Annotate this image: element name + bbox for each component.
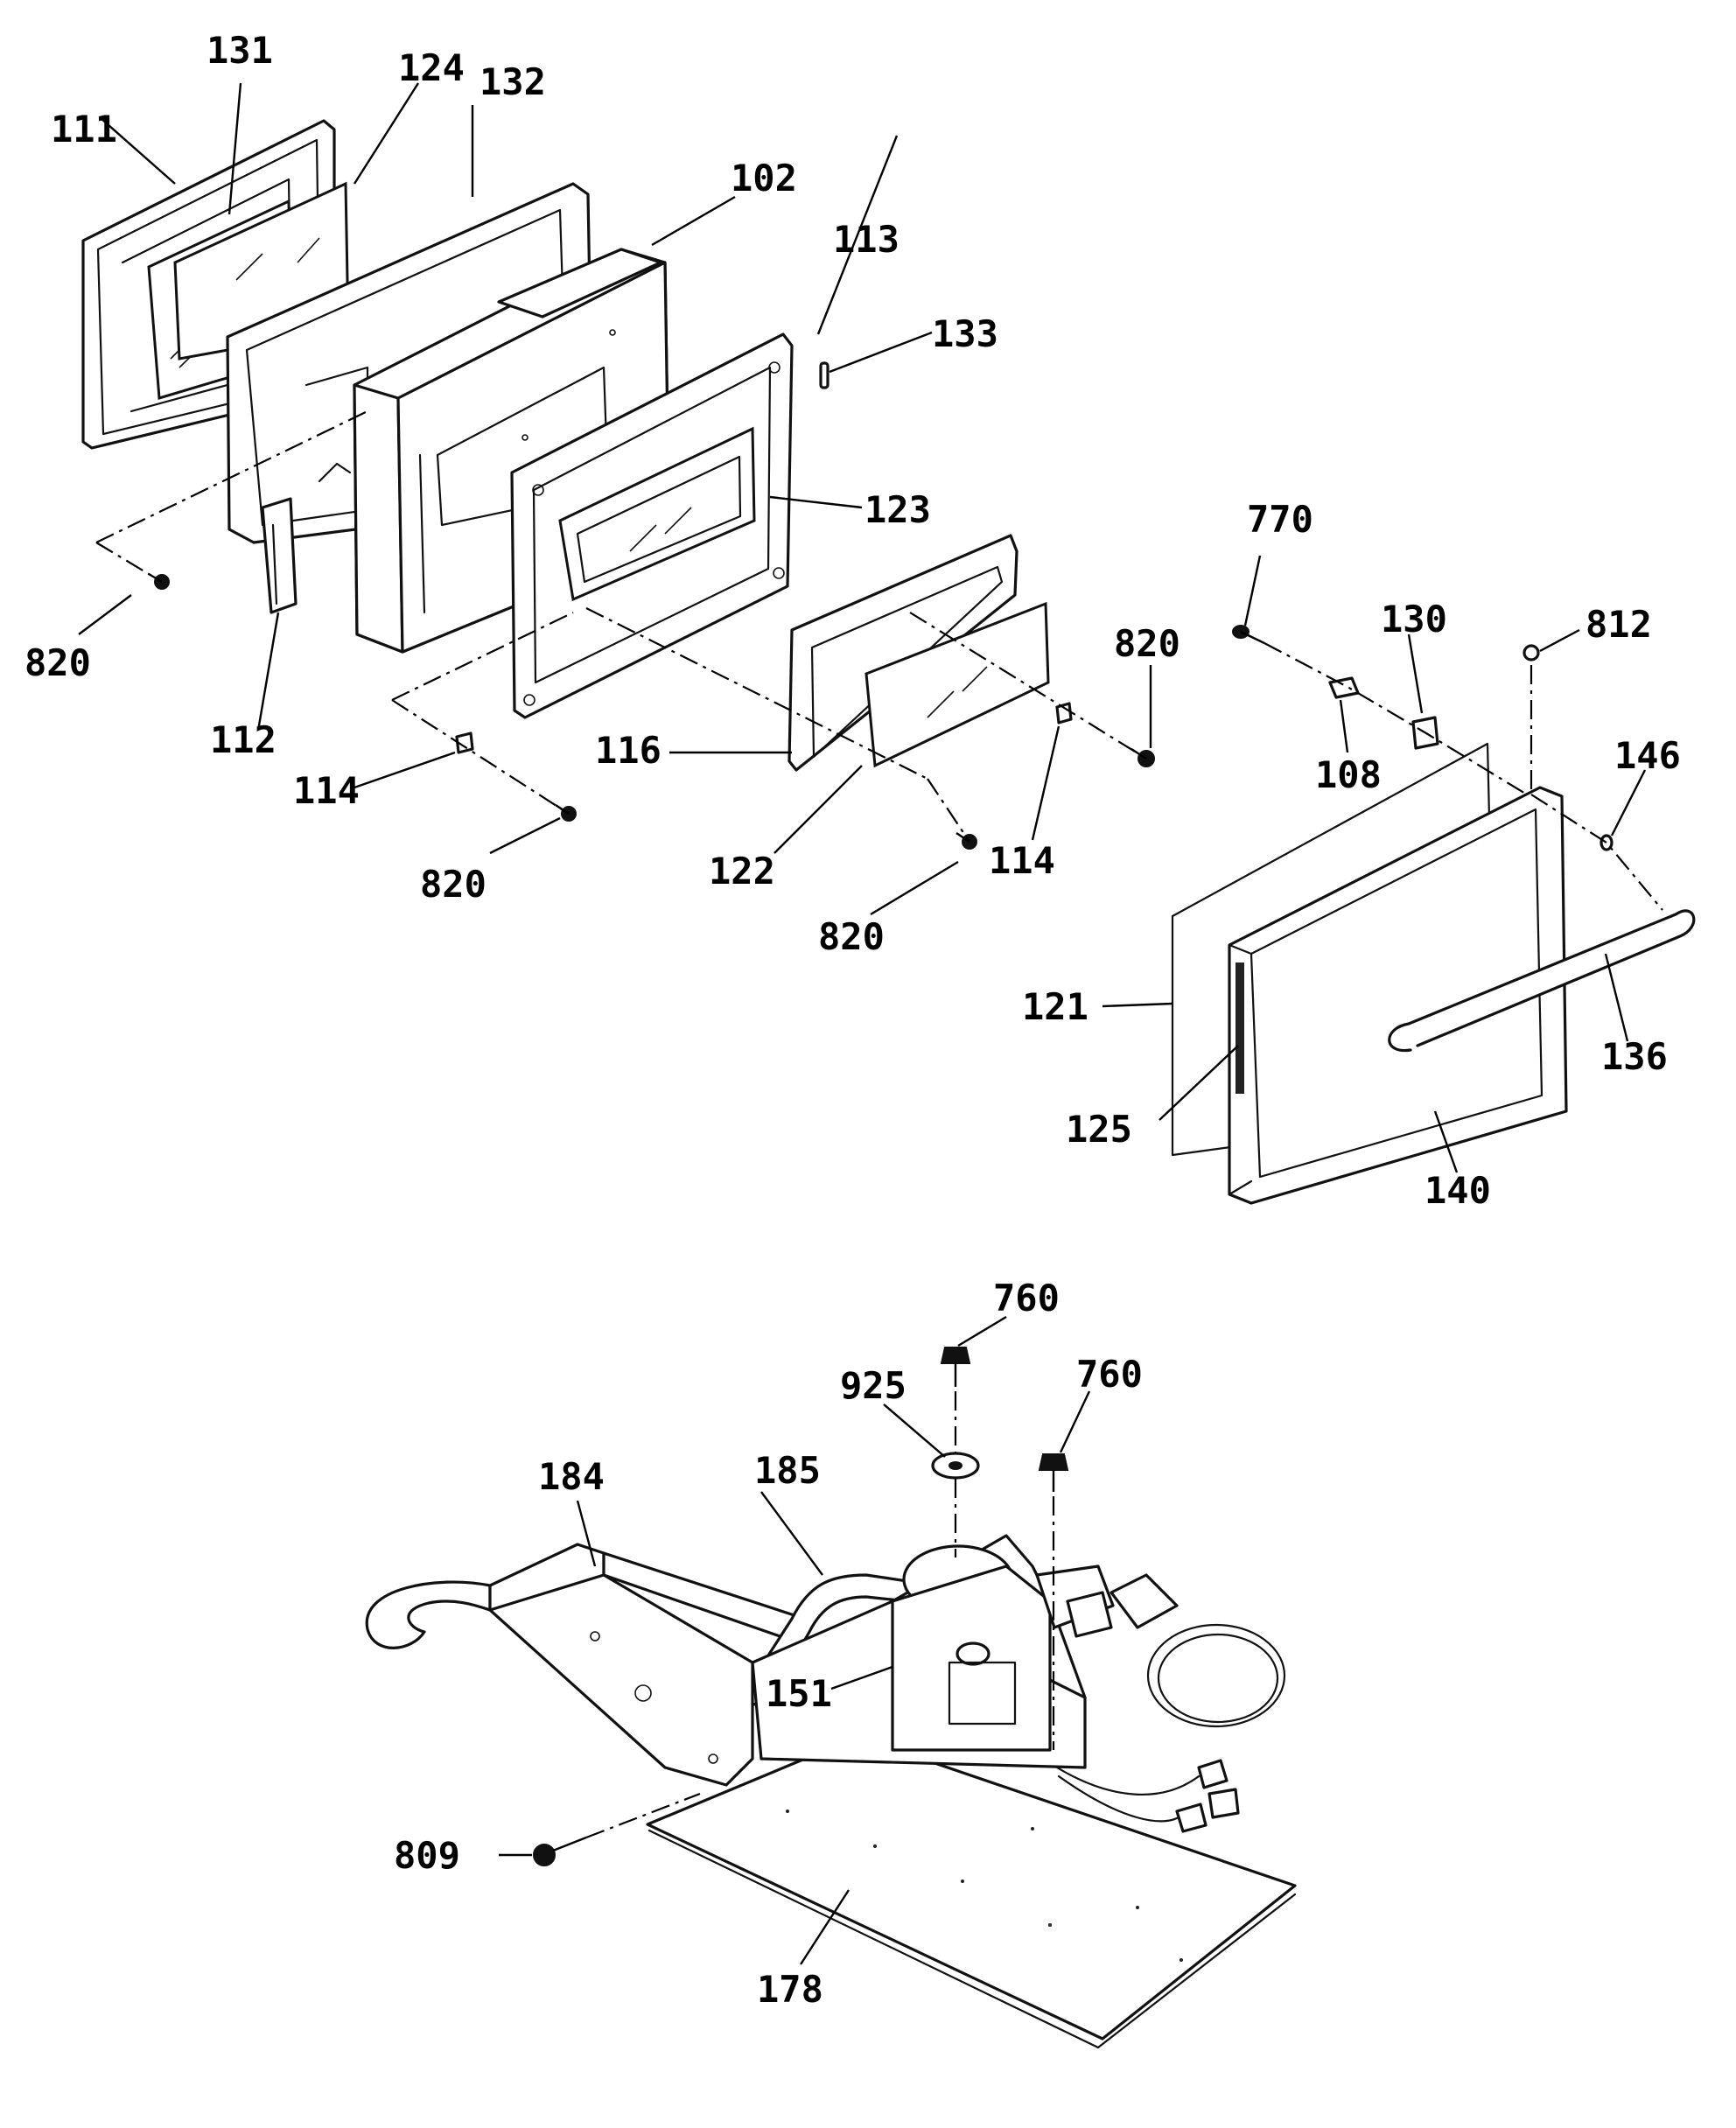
assembly-lines-lower <box>585 1391 1055 1839</box>
label-102: 102 <box>731 157 797 200</box>
label-812: 812 <box>1586 603 1652 646</box>
part-151-wiring-harness <box>1048 1623 1286 1833</box>
label-136: 136 <box>1601 1035 1668 1078</box>
part-178-base-plate <box>646 1735 1297 2049</box>
screw-820-d <box>1130 747 1155 767</box>
label-113: 113 <box>833 218 900 261</box>
label-760-right: 760 <box>1076 1353 1143 1396</box>
label-131: 131 <box>206 29 273 72</box>
label-178: 178 <box>757 1968 823 2011</box>
part-151-motor-bracket <box>488 1534 1179 1787</box>
label-122: 122 <box>709 850 775 892</box>
screw-760-b <box>1038 1453 1069 1492</box>
label-125: 125 <box>1066 1108 1132 1151</box>
part-122-window-glass <box>864 601 1050 768</box>
label-123: 123 <box>864 488 931 531</box>
label-133: 133 <box>932 312 998 355</box>
part-labels: 111 131 124 132 102 113 133 123 820 112 … <box>24 29 1681 2011</box>
label-770: 770 <box>1247 498 1313 541</box>
leader-lines <box>78 82 1647 1965</box>
part-114-clip-b <box>1055 702 1073 724</box>
assembly-lines-right <box>1264 642 1663 911</box>
label-184: 184 <box>538 1455 605 1498</box>
screw-760-a <box>940 1347 971 1387</box>
label-114-right: 114 <box>989 839 1055 882</box>
washer-925 <box>931 1452 980 1480</box>
label-151: 151 <box>766 1672 832 1715</box>
label-116: 116 <box>595 729 662 772</box>
label-124: 124 <box>398 46 465 89</box>
screw-770 <box>1232 625 1265 645</box>
part-136-handle <box>1388 909 1696 1053</box>
label-112: 112 <box>210 718 276 761</box>
assembly-lines-upper <box>95 410 1147 843</box>
label-114-left: 114 <box>293 769 360 812</box>
label-140: 140 <box>1424 1169 1491 1212</box>
label-820-center: 820 <box>420 863 486 906</box>
part-114-clip-a <box>455 732 474 754</box>
part-184-latch-arm <box>365 1543 807 1649</box>
label-132: 132 <box>480 60 546 103</box>
label-820-bottom: 820 <box>818 915 885 958</box>
label-820-right: 820 <box>1114 622 1180 665</box>
screw-820-a <box>148 572 170 590</box>
part-140-door-frame <box>1228 786 1568 1205</box>
part-116-liner-panel <box>788 534 1018 772</box>
label-760-top: 760 <box>993 1277 1060 1320</box>
label-121: 121 <box>1022 985 1088 1028</box>
screw-809 <box>533 1836 587 1866</box>
label-925: 925 <box>840 1364 906 1407</box>
label-130: 130 <box>1381 598 1447 640</box>
label-820-left: 820 <box>24 641 91 684</box>
part-123-window-glass <box>558 426 756 602</box>
label-146: 146 <box>1614 734 1681 777</box>
part-108-bracket <box>1328 676 1360 699</box>
part-146-grommet <box>1600 834 1614 851</box>
label-809: 809 <box>394 1834 460 1877</box>
label-111: 111 <box>51 108 117 150</box>
screw-812 <box>1522 644 1540 662</box>
label-108: 108 <box>1315 753 1382 796</box>
label-185: 185 <box>754 1449 821 1492</box>
part-133-pin <box>819 361 830 389</box>
screw-820-c <box>956 832 977 850</box>
part-112-door-hinge-side <box>261 497 298 614</box>
